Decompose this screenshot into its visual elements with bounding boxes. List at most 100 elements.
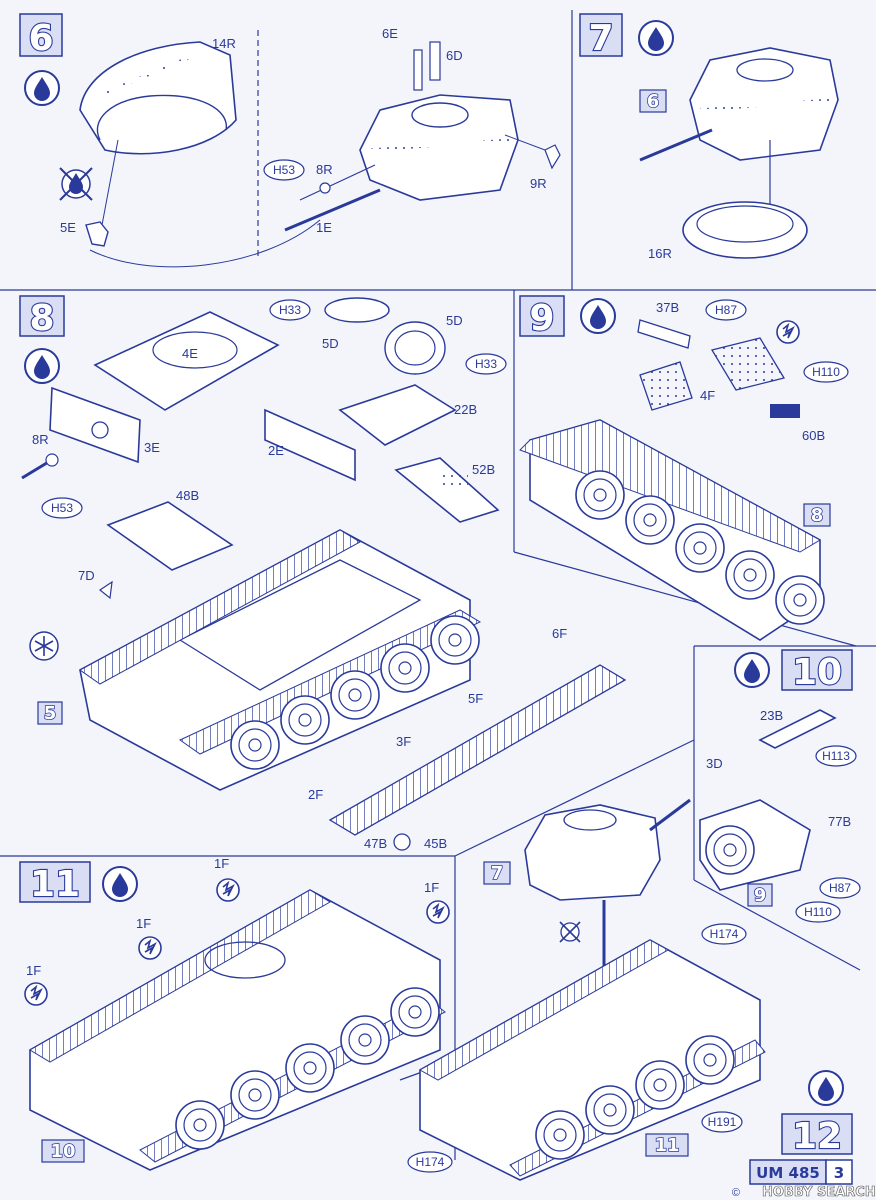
- part-label: 48B: [176, 488, 199, 503]
- svg-text:H174: H174: [710, 927, 739, 941]
- part-label: 60B: [802, 428, 825, 443]
- cupola: [411, 102, 469, 128]
- part-label: 8R: [316, 162, 333, 177]
- glue-drop-icon: [808, 1070, 844, 1106]
- step-number: 7: [588, 18, 613, 59]
- page-number: 3: [834, 1164, 844, 1182]
- part-label: 1E: [316, 220, 332, 235]
- ref-box: [803, 503, 831, 527]
- svg-text:H53: H53: [273, 163, 295, 177]
- grille-4F: [639, 361, 693, 411]
- glue-drop-icon: [638, 20, 674, 56]
- step-number-box: [19, 13, 63, 57]
- glue-drop-icon: [102, 866, 138, 902]
- ref-box: [747, 883, 773, 907]
- callout-H33: H33: [269, 299, 311, 321]
- step-number-box: [579, 13, 623, 57]
- part-label: 7D: [78, 568, 95, 583]
- engine-deck-22B: [338, 384, 457, 446]
- part-label: 8R: [32, 432, 49, 447]
- part-label: 5F: [468, 691, 483, 706]
- svg-text:H110: H110: [804, 905, 832, 919]
- step-number-box: [781, 1113, 853, 1155]
- part-label: 1F: [136, 916, 151, 931]
- callout-H53: H53: [41, 497, 83, 519]
- muffler-23B: [758, 709, 837, 749]
- step-number: 8: [29, 298, 54, 339]
- strip-2E: [264, 408, 356, 482]
- turret-complete: [524, 804, 661, 901]
- step-10: 10 23B H113 3D 77B H87 H110 9: [699, 649, 861, 923]
- step-11: 11 1F 1F 1F 1F 10: [19, 856, 450, 1171]
- turret-ring-16R: [682, 201, 808, 259]
- step-7: 7 6 16R: [579, 13, 839, 261]
- svg-text:H110: H110: [812, 365, 840, 379]
- callout-H53: H53: [263, 159, 305, 181]
- part-label: 47B: [364, 836, 387, 851]
- part-label: 77B: [828, 814, 851, 829]
- part-label: 6F: [552, 626, 567, 641]
- step-number: 9: [529, 298, 554, 339]
- hatch-ring-5D: [384, 321, 446, 375]
- cement-icon: [216, 878, 240, 902]
- step-number-box: [19, 861, 91, 903]
- part-label: 6E: [382, 26, 398, 41]
- step-number-box: [519, 295, 565, 337]
- part-label: 2E: [268, 443, 284, 458]
- ref-number: 5: [44, 703, 57, 724]
- callout-H191: H191: [701, 1111, 743, 1133]
- step-6: 6 14R 5E 6E 6D 8R 1E 9R: [19, 13, 561, 268]
- part-label: 5D: [446, 313, 463, 328]
- svg-text:H113: H113: [822, 749, 850, 763]
- part-label: 5E: [60, 220, 76, 235]
- step-number-box: [781, 649, 853, 691]
- footer: UM 485 3 © HOBBY SEARCH: [732, 1159, 876, 1200]
- svg-text:H33: H33: [475, 357, 497, 371]
- part-5E: [85, 221, 109, 247]
- track-segments: [328, 664, 627, 836]
- ref-number: 6: [647, 91, 660, 112]
- step-number: 10: [792, 652, 842, 693]
- callout-H33: H33: [465, 353, 507, 375]
- part-label: 4F: [700, 388, 715, 403]
- callout-H174: H174: [701, 923, 747, 945]
- part-label: 22B: [454, 402, 477, 417]
- svg-text:H87: H87: [829, 881, 851, 895]
- ref-number: 7: [491, 863, 504, 884]
- glue-drop-icon: [24, 348, 60, 384]
- part-label: 52B: [472, 462, 495, 477]
- part-label: 3E: [144, 440, 160, 455]
- svg-text:H191: H191: [708, 1115, 737, 1129]
- cement-icon: [24, 982, 48, 1006]
- turret-shell-14R: [79, 41, 237, 155]
- cement-icon: [776, 320, 800, 344]
- callout-H87: H87: [705, 299, 747, 321]
- callout-H113: H113: [815, 745, 857, 767]
- step-8: 8 4E 3E 8R H53 2E 5D 5D H33 H33: [19, 295, 627, 851]
- part-label: 4E: [182, 346, 198, 361]
- callout-H110: H110: [803, 361, 849, 383]
- step-9: 9 37B H87 4F H110 60B 8: [519, 295, 849, 641]
- part-label: 1F: [26, 963, 41, 978]
- svg-text:H87: H87: [715, 303, 737, 317]
- watermark-text: HOBBY SEARCH: [762, 1185, 876, 1200]
- part-label: 37B: [656, 300, 679, 315]
- part-label: 1F: [424, 880, 439, 895]
- ref-number: 8: [811, 505, 824, 526]
- step-number: 6: [28, 18, 53, 59]
- part-label: 1F: [214, 856, 229, 871]
- ref-box: [639, 89, 667, 113]
- glue-drop-icon: [24, 70, 60, 106]
- step-number: 11: [30, 864, 80, 905]
- part-label: 3F: [396, 734, 411, 749]
- ref-box: [645, 1133, 689, 1157]
- hatch-ring-5D: [324, 297, 390, 323]
- part-label: 2F: [308, 787, 323, 802]
- glue-drop-icon: [580, 298, 616, 334]
- ref-number: 9: [754, 885, 767, 906]
- copyright-mark: ©: [732, 1187, 740, 1199]
- step-number-box: [19, 295, 65, 337]
- no-glue-icon: [59, 167, 93, 201]
- hull-plate-48B: [106, 501, 234, 571]
